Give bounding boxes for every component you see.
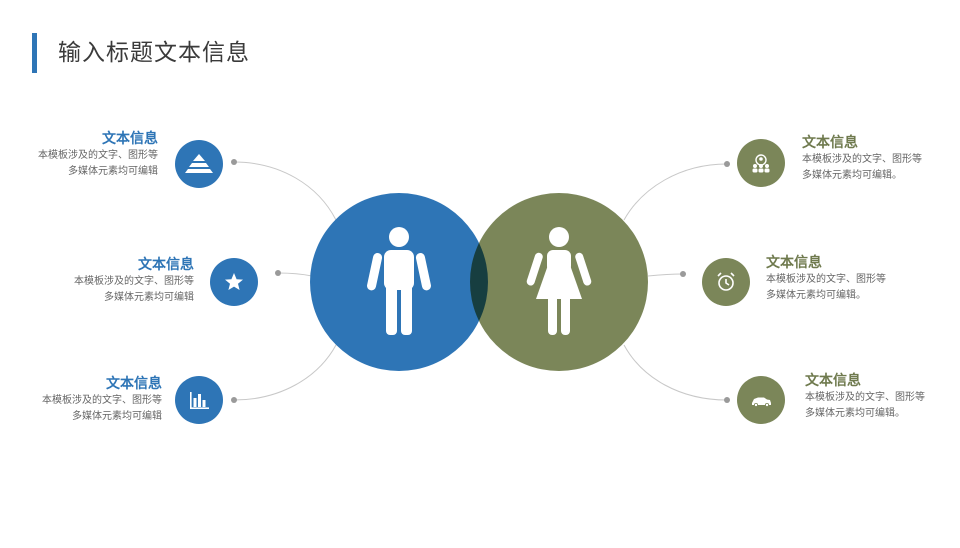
label-heading: 文本信息	[138, 257, 194, 273]
label-line: 多媒体元素均可编辑。	[766, 290, 866, 301]
label-left-1: 文本信息 本模板涉及的文字、图形等 多媒体元素均可编辑	[0, 130, 158, 180]
label-line: 多媒体元素均可编辑。	[802, 170, 902, 181]
connector-right-1	[623, 163, 728, 221]
female-circle	[470, 193, 648, 371]
connector-right-3	[623, 344, 728, 401]
title-accent-bar	[32, 33, 37, 73]
star-icon	[225, 273, 243, 290]
alarm-clock-icon	[717, 272, 735, 291]
female-person-icon	[526, 227, 592, 335]
label-line: 本模板涉及的文字、图形等	[74, 276, 194, 287]
label-line: 多媒体元素均可编辑。	[805, 408, 905, 419]
label-line: 本模板涉及的文字、图形等	[805, 392, 925, 403]
label-heading: 文本信息	[766, 255, 822, 271]
label-right-3: 文本信息 本模板涉及的文字、图形等 多媒体元素均可编辑。	[805, 372, 960, 422]
connector-right-2	[647, 273, 684, 277]
label-line: 本模板涉及的文字、图形等	[802, 154, 922, 165]
node-car	[737, 376, 785, 424]
node-group-people	[737, 139, 785, 187]
node-star	[210, 258, 258, 306]
label-right-1: 文本信息 本模板涉及的文字、图形等 多媒体元素均可编辑。	[802, 134, 960, 184]
label-heading: 文本信息	[802, 135, 858, 151]
node-alarm-clock	[702, 258, 750, 306]
connector-dot	[231, 159, 237, 165]
label-line: 多媒体元素均可编辑	[68, 166, 158, 177]
connector-dot	[275, 270, 281, 276]
label-heading: 文本信息	[102, 131, 158, 147]
label-left-3: 文本信息 本模板涉及的文字、图形等 多媒体元素均可编辑	[0, 375, 162, 425]
connector-dot	[724, 161, 730, 167]
connector-dot	[724, 397, 730, 403]
male-circle	[310, 193, 488, 371]
bar-chart-icon	[190, 392, 209, 409]
label-line: 本模板涉及的文字、图形等	[38, 150, 158, 161]
label-line: 多媒体元素均可编辑	[104, 292, 194, 303]
connector-left-1	[233, 161, 337, 221]
label-heading: 文本信息	[106, 376, 162, 392]
label-line: 多媒体元素均可编辑	[72, 411, 162, 422]
label-line: 本模板涉及的文字、图形等	[766, 274, 886, 285]
connector-dot	[231, 397, 237, 403]
layers-icon	[185, 154, 213, 173]
connector-dot	[680, 271, 686, 277]
connector-left-3	[233, 344, 337, 401]
label-left-2: 文本信息 本模板涉及的文字、图形等 多媒体元素均可编辑	[0, 256, 194, 306]
connector-left-2	[277, 272, 313, 277]
group-people-icon	[752, 154, 770, 173]
car-icon	[752, 397, 771, 407]
label-line: 本模板涉及的文字、图形等	[42, 395, 162, 406]
node-layers	[175, 140, 223, 188]
label-right-2: 文本信息 本模板涉及的文字、图形等 多媒体元素均可编辑。	[766, 254, 960, 304]
page-title: 输入标题文本信息	[58, 40, 250, 66]
node-bar-chart	[175, 376, 223, 424]
label-heading: 文本信息	[805, 373, 861, 389]
male-person-icon	[367, 227, 431, 335]
